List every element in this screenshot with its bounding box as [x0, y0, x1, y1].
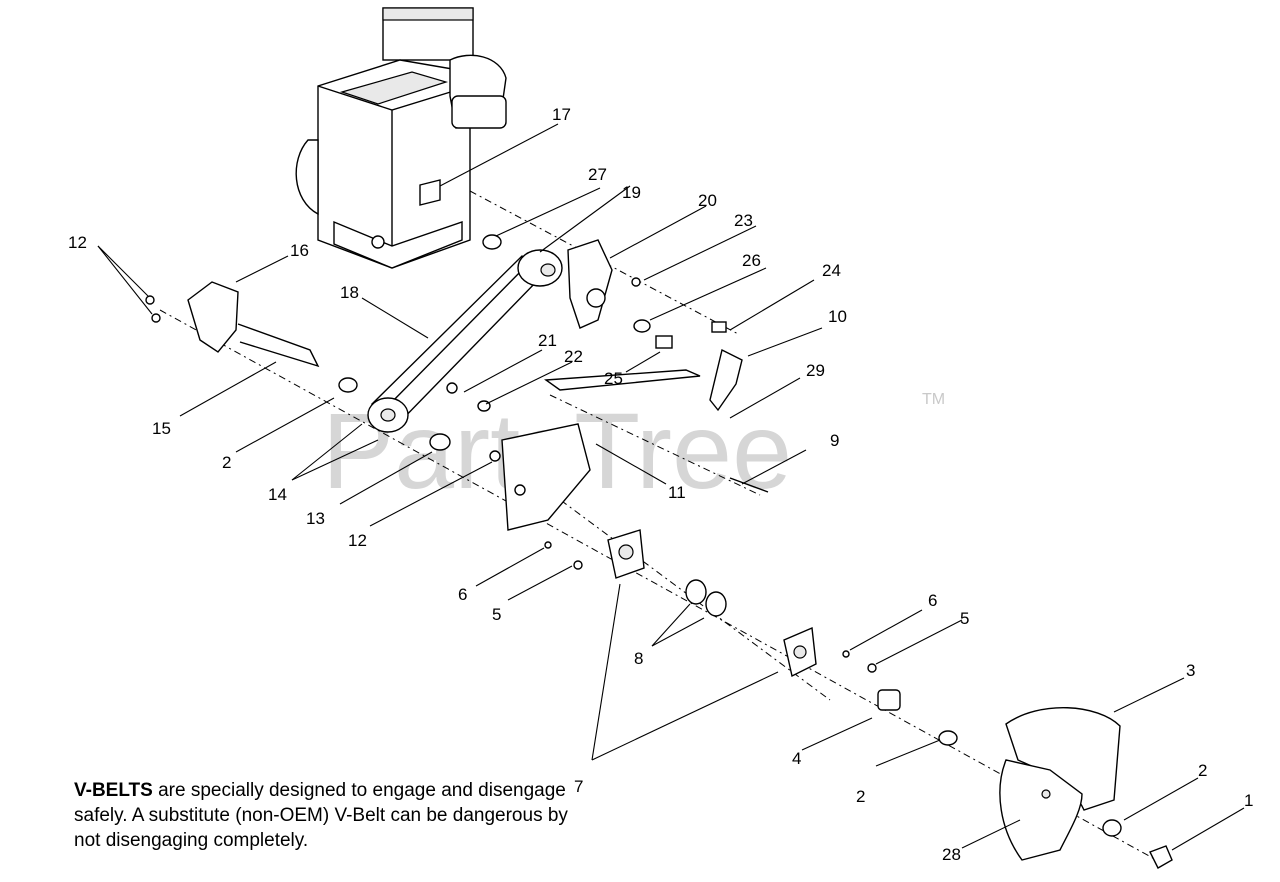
callout-labels: 1 2 2 2 3 4 5 5 6 6 7 8 9 10 11 12 12 13… — [68, 105, 1253, 864]
callout-22: 22 — [564, 347, 583, 366]
callout-4: 4 — [792, 749, 801, 768]
callout-7: 7 — [574, 777, 583, 796]
callout-19: 19 — [622, 183, 641, 202]
hardware-parts — [446, 234, 1173, 869]
v-belt-warning-note: V-BELTS are specially designed to engage… — [74, 778, 594, 853]
callout-9: 9 — [830, 431, 839, 450]
blade-assembly — [999, 707, 1121, 861]
callout-20: 20 — [698, 191, 717, 210]
callout-28: 28 — [942, 845, 961, 864]
callout-2-lower: 2 — [856, 787, 865, 806]
engine — [295, 7, 507, 269]
callout-10: 10 — [828, 307, 847, 326]
callout-8: 8 — [634, 649, 643, 668]
callout-25: 25 — [604, 369, 623, 388]
callout-17: 17 — [552, 105, 571, 124]
callout-2-right: 2 — [1198, 761, 1207, 780]
callout-29: 29 — [806, 361, 825, 380]
callout-5-right: 5 — [960, 609, 969, 628]
belt-guard — [145, 281, 451, 451]
callout-3: 3 — [1186, 661, 1195, 680]
callout-12-bottom: 12 — [348, 531, 367, 550]
callout-15: 15 — [152, 419, 171, 438]
callout-leaders — [97, 123, 1245, 851]
callout-16: 16 — [290, 241, 309, 260]
callout-12-top: 12 — [68, 233, 87, 252]
callout-1: 1 — [1244, 791, 1253, 810]
callout-2-left: 2 — [222, 453, 231, 472]
trademark-mark: TM — [922, 391, 945, 408]
callout-13: 13 — [306, 509, 325, 528]
callout-26: 26 — [742, 251, 761, 270]
callout-27: 27 — [588, 165, 607, 184]
callout-14: 14 — [268, 485, 287, 504]
callout-6-left: 6 — [458, 585, 467, 604]
callout-6-right: 6 — [928, 591, 937, 610]
callout-5-left: 5 — [492, 605, 501, 624]
callout-23: 23 — [734, 211, 753, 230]
v-belt — [367, 249, 563, 433]
callout-24: 24 — [822, 261, 841, 280]
callout-18: 18 — [340, 283, 359, 302]
callout-21: 21 — [538, 331, 557, 350]
callout-11: 11 — [668, 483, 686, 502]
note-body: are specially designed to engage and dis… — [74, 780, 568, 851]
note-bold-heading: V-BELTS — [74, 780, 153, 801]
